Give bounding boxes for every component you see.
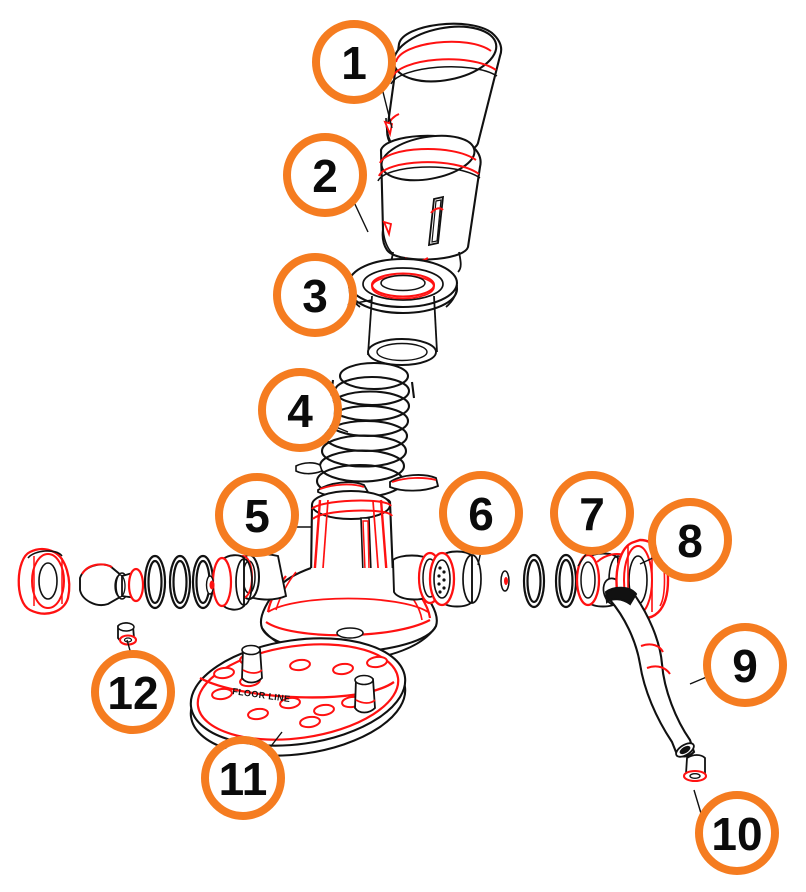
part-handle-body [377,134,482,274]
callout-disc [703,799,771,867]
callout-ring [215,473,299,557]
callout-9[interactable]: 9 [703,623,787,707]
callout-disc [266,376,334,444]
callout-number-label: 4 [287,385,313,437]
callout-leader-2 [352,199,369,233]
part-left-sleeve [211,554,253,611]
part-handle-cap [383,22,503,158]
callout-ring [312,20,396,104]
callout-ring [695,791,779,875]
callout-ring [273,253,357,337]
callout-leader-1 [381,87,393,129]
callout-7[interactable]: 7 [550,471,634,555]
callout-number-label: 12 [107,667,158,719]
callout-disc [447,479,515,547]
part-set-screw [117,622,138,646]
part-left-orings [143,554,215,610]
callout-number-label: 3 [302,270,328,322]
callout-11[interactable]: 11 [201,736,285,820]
callout-disc [99,658,167,726]
callout-disc [558,479,626,547]
callout-number-label: 7 [579,488,605,540]
callout-ring [91,650,175,734]
part-flange-washer [347,257,459,366]
callout-disc [223,481,291,549]
callout-disc [281,261,349,329]
callout-disc [656,506,724,574]
callout-disc [291,141,359,209]
part-valve-stem [79,563,145,606]
callout-number-label: 5 [244,490,270,542]
callout-number-label: 8 [677,515,703,567]
callout-ring [550,471,634,555]
callout-ring [283,133,367,217]
callout-ring [648,498,732,582]
callout-12[interactable]: 12 [91,650,175,734]
part-hose-end-cap [682,754,708,783]
callout-3[interactable]: 3 [273,253,357,337]
callout-ring [201,736,285,820]
callout-10[interactable]: 10 [695,791,779,875]
callout-number-label: 1 [341,37,367,89]
part-vacuum-breaker [428,550,482,608]
part-hand-nut [17,547,71,615]
part-base-plate: FLOOR LINE [189,637,407,757]
callout-2[interactable]: 2 [283,133,367,217]
part-discharge-hose [604,586,696,758]
part-valve-body [233,490,443,661]
callout-ring [703,623,787,707]
part-seat-washer [205,575,215,595]
callout-number-label: 11 [219,753,268,805]
callout-number-label: 6 [468,488,494,540]
part-orings-right [500,553,578,609]
callout-5[interactable]: 5 [215,473,299,557]
callout-number-label: 9 [732,640,758,692]
callout-6[interactable]: 6 [439,471,523,555]
callout-disc [209,744,277,812]
callout-number-label: 10 [711,808,762,860]
callout-4[interactable]: 4 [258,368,342,452]
callout-number-label: 2 [312,150,338,202]
callout-disc [711,631,779,699]
callout-8[interactable]: 8 [648,498,732,582]
callout-1[interactable]: 1 [312,20,396,104]
callout-disc [320,28,388,96]
callout-ring [258,368,342,452]
callout-ring [439,471,523,555]
